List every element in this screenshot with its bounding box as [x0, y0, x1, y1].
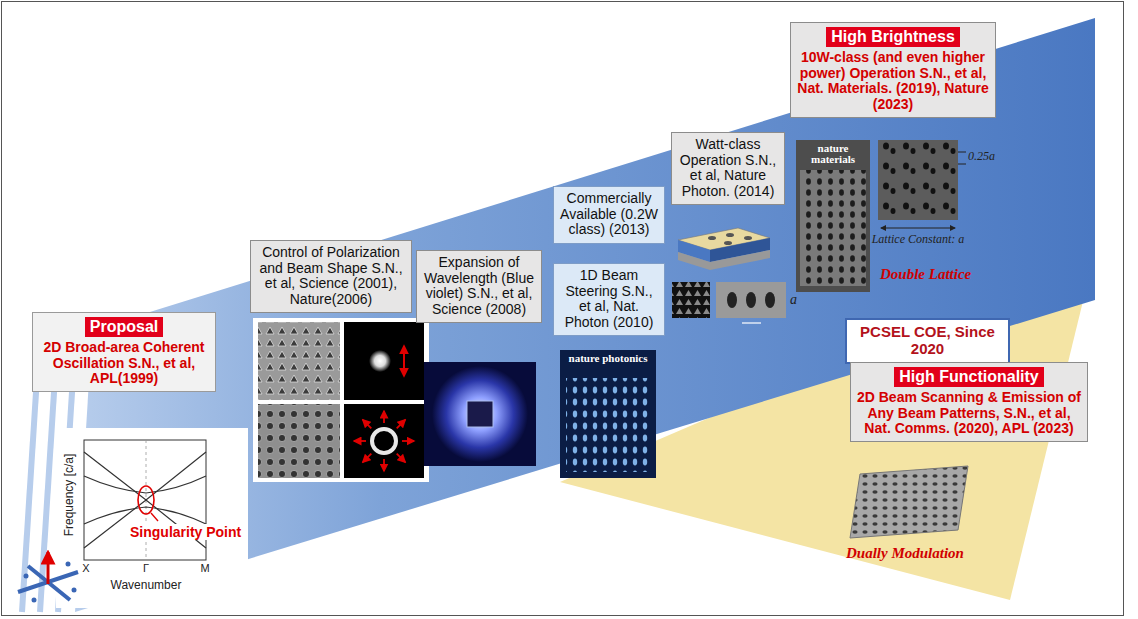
device-drawing — [678, 228, 770, 270]
axis-title: Frequency [c/a] — [63, 443, 77, 547]
box-text: 2D Broad-area Coherent Oscillation S.N.,… — [38, 340, 210, 387]
box-text: 10W-class (and even higher power) Operat… — [796, 50, 990, 113]
cover-image — [800, 170, 866, 286]
device-pad — [726, 233, 734, 237]
photo-ground — [424, 362, 536, 466]
dimension-arrow — [881, 227, 955, 228]
sem-image — [878, 140, 958, 220]
box-text: 1D Beam Steering S.N., et al, Nat. Photo… — [559, 268, 659, 331]
band-curve — [84, 452, 206, 500]
beam-image — [344, 322, 424, 400]
figure-caption: Double Lattice — [880, 266, 971, 283]
center-box: PCSEL COE, Since 2020 — [845, 318, 1010, 364]
device-pad — [708, 236, 716, 240]
lattice-dot — [32, 598, 37, 603]
sem-image — [672, 282, 710, 318]
milestone-box: Expansion of Wavelength (Blue violet) S.… — [416, 250, 542, 323]
sem-image — [258, 322, 340, 400]
axis-title: Wavenumber — [106, 579, 186, 593]
sem-image — [716, 282, 786, 318]
box-text: PCSEL COE, Since 2020 — [852, 324, 1003, 358]
box-text: Expansion of Wavelength (Blue violet) S.… — [422, 255, 536, 318]
figure-caption: Dually Modulation — [846, 545, 964, 562]
polarization-arrow — [383, 459, 385, 471]
box-text: Watt-class Operation S.N., et al, Nature… — [677, 137, 779, 200]
tick-label: M — [198, 562, 212, 575]
dimension-label: 0.25a — [968, 150, 995, 164]
polarization-arrow — [403, 346, 405, 376]
double-lattice-image — [878, 140, 966, 228]
donut-beam — [372, 429, 396, 453]
dimension-tick — [958, 164, 966, 165]
hole — [727, 292, 737, 308]
image-panel — [253, 318, 429, 482]
band-curve — [84, 507, 206, 524]
milestone-box: Control of Polarization and Beam Shape S… — [250, 240, 412, 313]
polarization-arrow — [363, 454, 372, 463]
dually-modulation-image — [850, 466, 968, 538]
plot-frame — [84, 440, 206, 560]
callout-label: Singularity Point — [128, 524, 243, 540]
tick-label: X — [80, 562, 92, 575]
device-pad — [744, 236, 752, 240]
emission-arrow — [47, 552, 50, 584]
polarization-arrow — [397, 454, 406, 463]
singularity-mark — [138, 486, 154, 514]
polarization-arrow — [402, 440, 414, 442]
plot-ground — [56, 428, 248, 608]
lattice-dot — [66, 562, 71, 567]
polarization-arrow — [363, 420, 372, 429]
watt-sem-images — [672, 282, 786, 323]
lattice-dot — [24, 574, 29, 579]
beam-images — [253, 318, 429, 482]
hole — [765, 292, 775, 308]
dimension-label: Lattice Constant: a — [866, 233, 970, 247]
beam-spot — [369, 350, 391, 372]
milestone-box: Watt-class Operation S.N., et al, Nature… — [671, 132, 785, 205]
band-diagram — [56, 428, 248, 608]
box-text: 2D Beam Scanning & Emission of Any Beam … — [856, 390, 1082, 437]
polarization-arrow — [354, 440, 366, 442]
sem-image — [850, 466, 968, 538]
box-text: Commercially Available (0.2W class) (201… — [559, 191, 659, 238]
band-curve — [84, 476, 206, 493]
device-pad — [724, 241, 732, 245]
laser-chip — [467, 401, 493, 427]
cover-image — [566, 378, 650, 472]
cover-ground — [796, 140, 870, 292]
highlight-box: High Functionality 2D Beam Scanning & Emi… — [850, 362, 1088, 442]
cover-ground — [560, 350, 656, 478]
leader-line — [151, 513, 158, 521]
box-heading: High Brightness — [826, 27, 960, 47]
hole — [746, 292, 756, 308]
journal-cover — [560, 350, 656, 478]
milestone-box: Proposal 2D Broad-area Coherent Oscillati… — [32, 312, 216, 392]
blue-violet-photo — [424, 362, 536, 466]
dimension-tick — [958, 152, 966, 153]
lattice-dot — [72, 588, 77, 593]
polarization-arrow — [397, 420, 406, 429]
tick-label: Γ — [140, 562, 152, 575]
box-heading: High Functionality — [894, 367, 1044, 387]
radial-arrows — [354, 411, 414, 471]
beam-image — [344, 404, 424, 478]
cover-title: nature materials — [796, 143, 870, 165]
lattice-axes-icon — [18, 552, 78, 603]
polarization-arrow — [383, 411, 385, 423]
cover-title: nature photonics — [560, 353, 656, 364]
highlight-box: High Brightness 10W-class (and even highe… — [790, 22, 996, 118]
frame — [2, 2, 1124, 616]
sem-image — [258, 404, 340, 478]
box-heading: Proposal — [85, 317, 163, 337]
device-base — [678, 250, 770, 270]
dimension-label: a — [790, 292, 797, 308]
journal-cover — [796, 140, 870, 292]
dimension-line — [742, 322, 761, 323]
box-text: Control of Polarization and Beam Shape S… — [256, 245, 406, 308]
milestone-box: Commercially Available (0.2W class) (201… — [553, 186, 665, 244]
milestone-box: 1D Beam Steering S.N., et al, Nat. Photo… — [553, 263, 665, 336]
laser-glow — [432, 366, 528, 462]
